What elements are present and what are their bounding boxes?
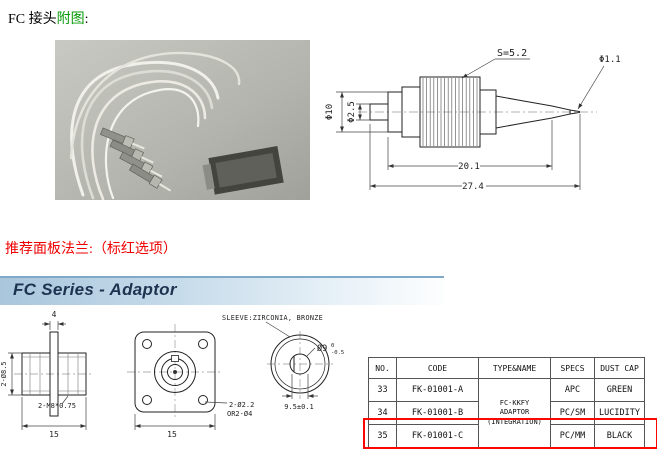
table-row-highlighted: 35 FK-01001-C PC/MM BLACK (368, 424, 645, 448)
fiber-cables (69, 51, 241, 200)
cell-code: FK-01001-A (396, 378, 479, 402)
spec-table: NO. CODE TYPE&NAME SPECS DUST CAP 33 FK-… (368, 357, 645, 448)
dim-length-total-label: 27.4 (462, 182, 484, 192)
banner-title: FC Series - Adaptor (13, 280, 177, 299)
header-specs: SPECS (550, 357, 595, 379)
dimension-lines (336, 58, 605, 190)
cell-type-name: FC-KKFY ADAPTOR (INTEGRATION) (478, 378, 551, 448)
dim-length-body-label: 20.1 (458, 162, 480, 172)
fc-plug-connectors (99, 127, 172, 192)
dim-face-tol-lower: -0.5 (331, 350, 344, 356)
adaptor-drawings: 4 2-Ø8.5 2-M8*0.75 15 15 (0, 310, 344, 439)
header-no: NO. (368, 357, 397, 379)
type-name-line: (INTEGRATION) (487, 417, 542, 426)
dim-face-tol-upper: 0 (331, 343, 334, 349)
dim-outer-label: Φ10 (325, 104, 335, 120)
dim-flange-thickness-label: 4 (52, 310, 57, 319)
dim-corner-hole-label: 2-Ø2.2 (229, 401, 254, 409)
header-dust-cap: DUST CAP (594, 357, 645, 379)
cell-no: 35 (368, 424, 397, 448)
title-prefix: FC 接头 (8, 12, 57, 27)
type-name-line: ADAPTOR (499, 408, 530, 417)
knurl-hatch (422, 78, 478, 146)
cell-specs: PC/SM (550, 401, 595, 425)
cell-code: FK-01001-B (396, 401, 479, 425)
fc-connector-drawing: Φ10 Φ2.5 S=5.2 Φ1.1 20.1 27.4 (325, 48, 621, 192)
connector-outline (369, 76, 581, 148)
cell-specs: PC/MM (550, 424, 595, 448)
cell-dust-cap: LUCIDITY (594, 401, 645, 425)
cell-specs: APC (550, 378, 595, 402)
table-row: 33 FK-01001-A FC-KKFY ADAPTOR (INTEGRATI… (368, 378, 645, 448)
fiber-pigtail-photo (55, 40, 310, 200)
dim-thread-label: 2-M8*0.75 (38, 402, 76, 410)
dim-inner-label: Φ2.5 (347, 101, 357, 123)
flange-subtitle: 推荐面板法兰:（标红选项） (5, 242, 177, 257)
table-header-row: NO. CODE TYPE&NAME SPECS DUST CAP (368, 357, 645, 379)
title-colon: : (84, 12, 89, 27)
cell-dust-cap: GREEN (594, 378, 645, 402)
dim-tip-label: Φ1.1 (599, 55, 621, 65)
page-title: FC 接头附图: (8, 8, 89, 28)
dim-face-dia-label: Ø9 (317, 343, 327, 354)
header-type-name: TYPE&NAME (478, 357, 551, 379)
dim-key-width-label: 9.5±0.1 (284, 403, 314, 411)
type-name-line: FC-KKFY (499, 398, 530, 407)
adaptor-side-view: 4 2-Ø8.5 2-M8*0.75 15 (0, 310, 94, 439)
sleeve-note-label: SLEEVE:ZIRCONIA, BRONZE (222, 314, 323, 322)
cell-no: 34 (368, 401, 397, 425)
header-code: CODE (396, 357, 479, 379)
dim-nut-dia-label: 2-Ø8.5 (0, 361, 8, 386)
dim-knurl-label: S=5.2 (497, 48, 527, 59)
dim-square-width-label: 15 (167, 430, 177, 439)
adaptor-face-view: Ø9 0 -0.5 9.5±0.1 SLEEVE:ZIRCONIA, BRONZ… (222, 314, 344, 411)
connector-holder-block (202, 146, 284, 195)
cell-code: FK-01001-C (396, 424, 479, 448)
dim-corner-hole-alt-label: OR2-Ø4 (227, 410, 252, 418)
adaptor-front-view: 15 2-Ø2.2 OR2-Ø4 (127, 324, 254, 439)
title-highlight: 附图 (56, 12, 85, 27)
cell-dust-cap: BLACK (594, 424, 645, 448)
dim-side-width-label: 15 (49, 430, 59, 439)
series-banner: FC Series - Adaptor (0, 276, 444, 305)
cell-no: 33 (368, 378, 397, 402)
